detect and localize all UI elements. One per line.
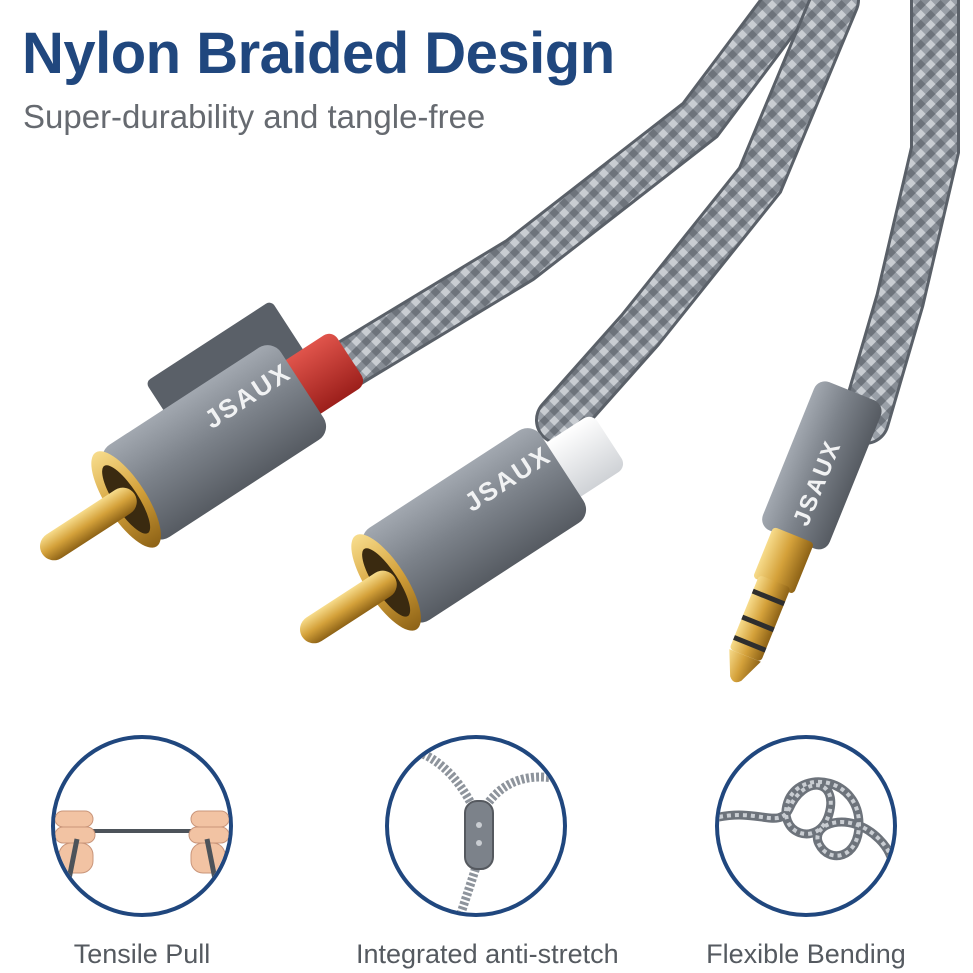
tensile-pull-icon: [55, 810, 229, 910]
aux-jack-35mm: JSAUX: [729, 381, 882, 683]
rca-plug-white: JSAUX: [300, 416, 624, 644]
feature-flexible-bending: Flexible Bending: [686, 735, 926, 970]
flexible-bending-icon: [719, 777, 893, 874]
feature-circle: [51, 735, 233, 917]
feature-label: Tensile Pull: [73, 939, 211, 969]
product-illustration: JSAUX JSAUX JSAUX: [40, 0, 960, 683]
feature-tensile-pull: Tensile Pull: [22, 735, 262, 970]
feature-label: Flexible Bending: [706, 939, 906, 969]
feature-circle: [715, 735, 897, 917]
feature-anti-stretch: Integrated anti-stretch: [356, 735, 619, 970]
rca-plug-red: JSAUX: [40, 302, 364, 561]
anti-stretch-icon: [407, 744, 560, 913]
feature-label: Integrated anti-stretch: [356, 939, 619, 969]
page-subtitle: Super-durability and tangle-free: [23, 98, 486, 135]
page-title: Nylon Braided Design: [22, 21, 615, 86]
feature-circle: [385, 735, 567, 917]
